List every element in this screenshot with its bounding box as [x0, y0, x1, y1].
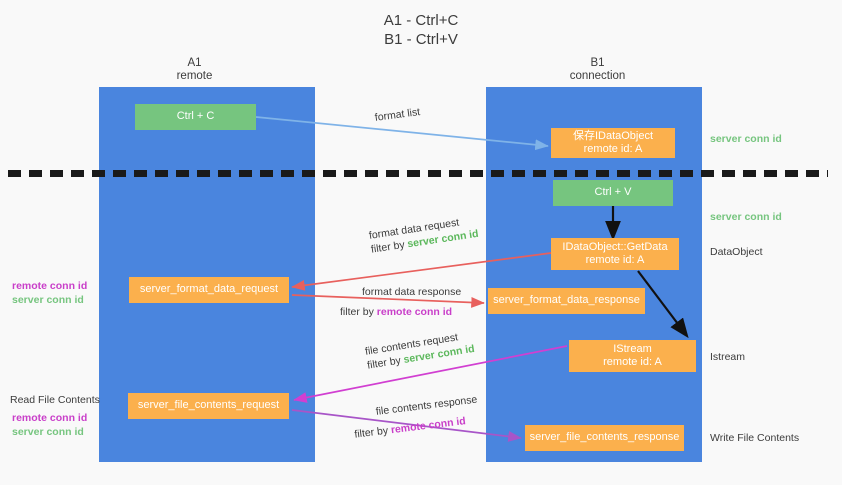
edge-label-format-data-response: format data response filter by remote co…: [340, 285, 462, 319]
node-ctrl-c-label: Ctrl + C: [176, 110, 215, 123]
right-label-server-conn-id-top: server conn id: [710, 133, 782, 145]
node-server-file-contents-response[interactable]: server_file_contents_response: [525, 425, 684, 451]
panel-title-b1: B1 connection: [540, 57, 655, 83]
node-istream[interactable]: IStream remote id: A: [569, 340, 696, 372]
left-label-remote-conn-id-1: remote conn id: [12, 280, 88, 292]
edge-label-format-data-request: format data request filter by server con…: [368, 213, 479, 257]
node-ctrl-v[interactable]: Ctrl + V: [553, 180, 673, 206]
edge-label-format-list-text: format list: [374, 106, 421, 124]
node-server-format-data-request-label: server_format_data_request: [139, 283, 279, 296]
node-istream-line1: IStream: [613, 342, 652, 355]
node-getdata-line1: IDataObject::GetData: [562, 240, 668, 253]
node-server-format-data-response[interactable]: server_format_data_response: [488, 288, 645, 314]
node-server-file-contents-request-label: server_file_contents_request: [137, 399, 280, 412]
panel-b1-sub: connection: [569, 70, 626, 82]
left-label-server-conn-id-2: server conn id: [12, 426, 84, 438]
edge-label-fcres-filter-key: remote conn id: [390, 415, 467, 437]
node-server-format-data-response-label: server_format_data_response: [493, 294, 640, 307]
right-label-istream: Istream: [710, 351, 746, 363]
edge-label-format-list: format list: [374, 105, 421, 125]
node-server-file-contents-response-label: server_file_contents_response: [529, 431, 680, 444]
node-idataobject-line2: remote id: A: [583, 143, 643, 155]
node-idataobject[interactable]: 保存IDataObject remote id: A: [551, 128, 675, 158]
panel-b1-name: B1: [590, 57, 605, 69]
diagram-title: A1 - Ctrl+C B1 - Ctrl+V: [0, 11, 842, 49]
edge-label-file-contents-response: file contents response filter by remote …: [354, 393, 481, 441]
node-idataobject-line1: 保存IDataObject: [572, 129, 654, 142]
title-line-1: A1 - Ctrl+C: [383, 12, 459, 29]
node-ctrl-c[interactable]: Ctrl + C: [135, 104, 256, 130]
panel-a1-name: A1: [187, 57, 202, 69]
edge-label-format-data-response-text: format data response: [362, 286, 462, 298]
node-ctrl-v-label: Ctrl + V: [594, 186, 632, 199]
node-server-file-contents-request[interactable]: server_file_contents_request: [128, 393, 289, 419]
edge-label-file-contents-request: file contents request filter by server c…: [364, 328, 476, 373]
left-label-server-conn-id-1: server conn id: [12, 294, 84, 306]
node-idataobject-getdata[interactable]: IDataObject::GetData remote id: A: [551, 238, 679, 270]
left-label-remote-conn-id-2: remote conn id: [12, 412, 88, 424]
node-server-format-data-request[interactable]: server_format_data_request: [129, 277, 289, 303]
panel-title-a1: A1 remote: [137, 57, 252, 83]
right-label-write-file-contents: Write File Contents: [710, 432, 800, 444]
title-line-2: B1 - Ctrl+V: [384, 31, 458, 48]
panel-a1-sub: remote: [176, 70, 213, 82]
edge-label-fcres-filter-prefix: filter by: [353, 424, 392, 441]
edge-label-fdreq-filter-prefix: filter by: [370, 238, 409, 256]
phase-divider: [8, 170, 828, 177]
right-label-server-conn-id-second: server conn id: [710, 211, 782, 223]
right-label-dataobject: DataObject: [710, 246, 763, 258]
node-istream-line2: remote id: A: [603, 356, 662, 368]
left-label-read-file-contents: Read File Contents: [10, 394, 100, 406]
node-getdata-line2: remote id: A: [585, 254, 645, 266]
edge-label-fdres-filter-prefix: filter by: [340, 306, 377, 318]
edge-label-fdres-filter-key: remote conn id: [376, 306, 453, 318]
